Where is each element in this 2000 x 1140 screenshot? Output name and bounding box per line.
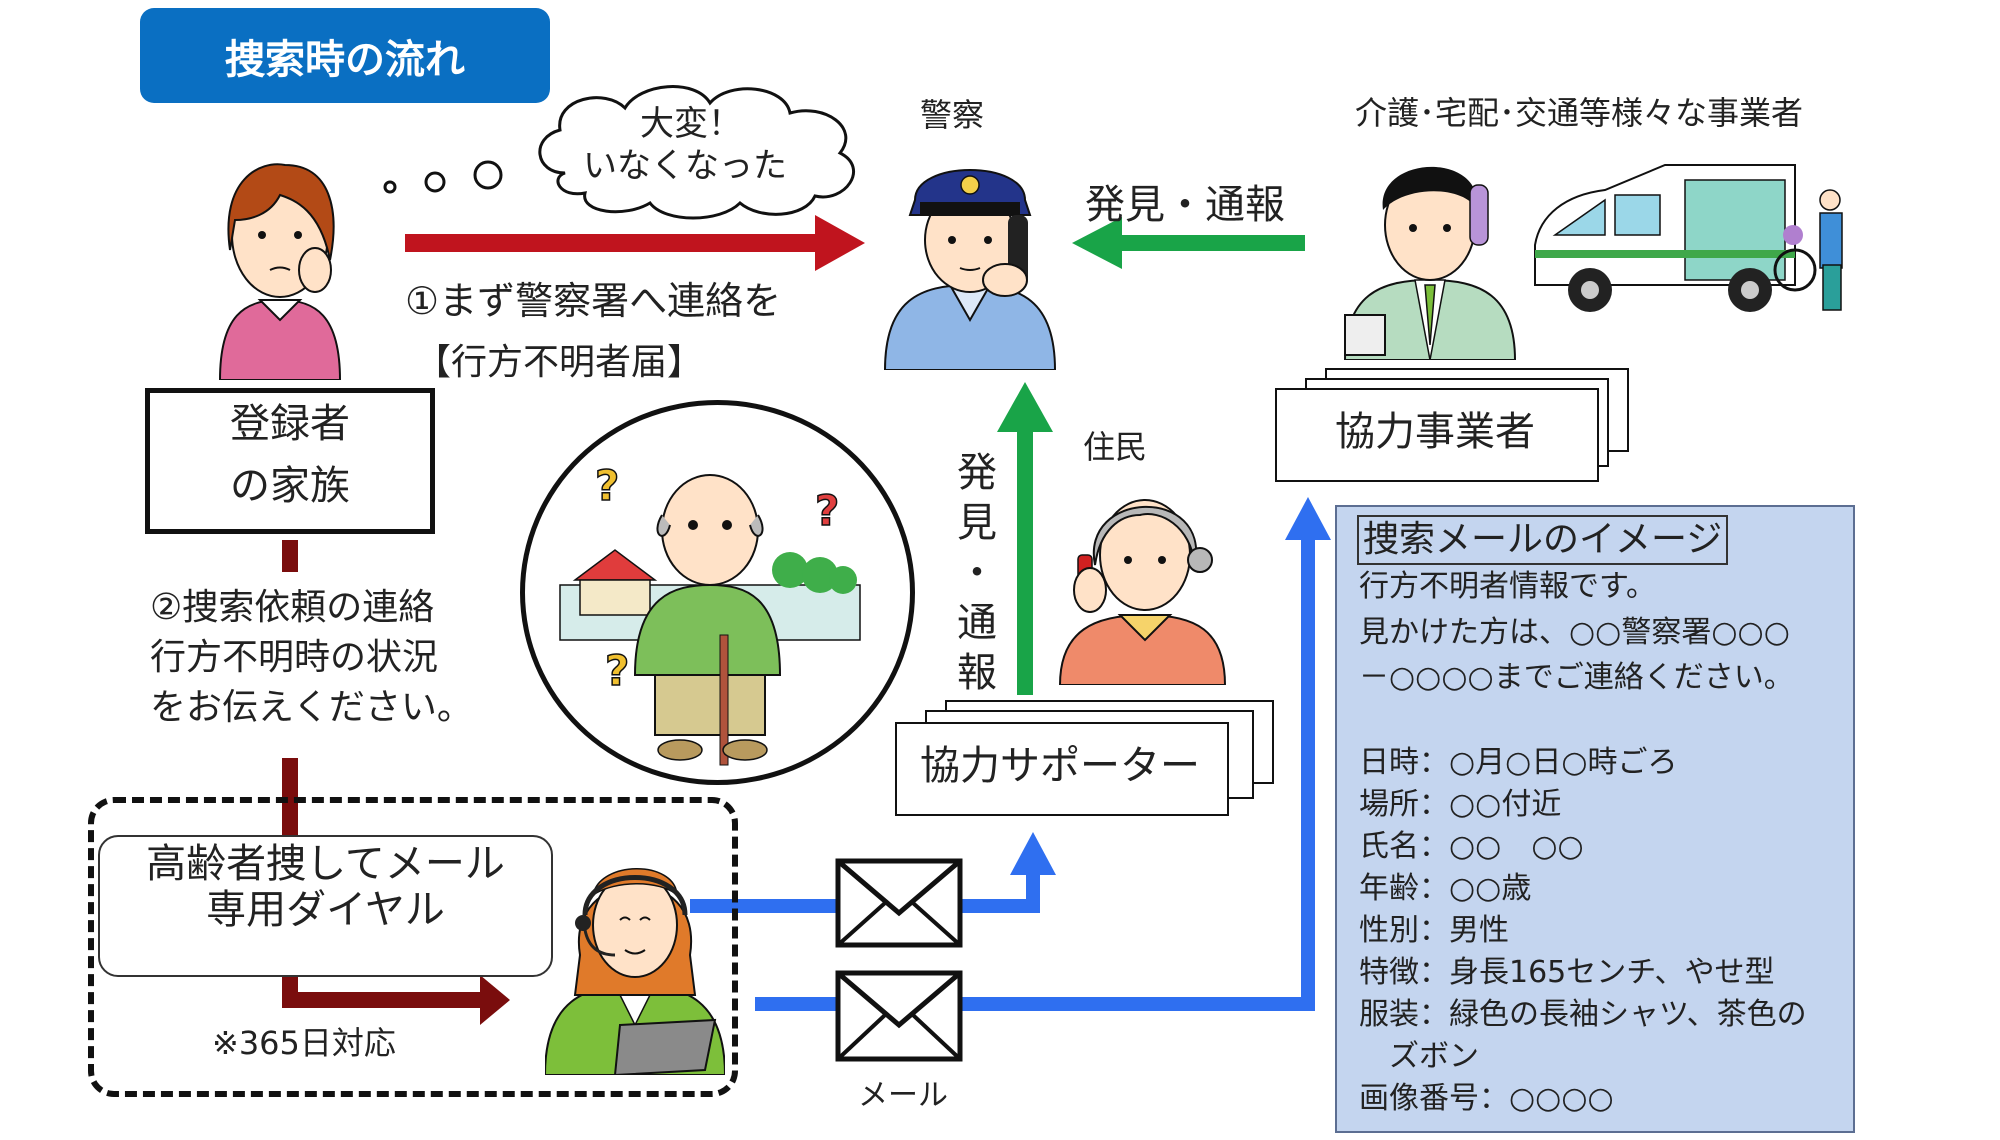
fr-v-2: ・ bbox=[957, 550, 997, 596]
red-arrow bbox=[405, 215, 865, 271]
business-label: 介護･宅配･交通等様々な事業者 bbox=[1355, 94, 1804, 132]
mail-line-6: 氏名：○○ ○○ bbox=[1359, 829, 1584, 864]
found-report-vertical: 発 見 ・ 通 報 bbox=[952, 448, 1002, 698]
dial-line1: 高齢者捜してメール bbox=[146, 841, 505, 887]
step1-sub: 【行方不明者届】 bbox=[415, 342, 704, 383]
envelope-icon bbox=[835, 970, 963, 1062]
family-line1: 登録者 bbox=[230, 401, 350, 447]
thinking-dots bbox=[380, 155, 510, 200]
resident-woman-illustration bbox=[1050, 470, 1230, 685]
mail-panel-heading: 捜索メールのイメージ bbox=[1357, 515, 1729, 565]
note-365: ※365日対応 bbox=[212, 1024, 396, 1062]
svg-text:?: ? bbox=[605, 646, 629, 695]
step2-line1: ②捜索依頼の連絡 bbox=[150, 587, 435, 628]
mail-line-2: －○○○○までご連絡ください。 bbox=[1359, 660, 1794, 695]
mail-line-11: ズボン bbox=[1359, 1039, 1479, 1074]
thought-bubble: 大変！ いなくなった bbox=[525, 78, 875, 223]
care-van-illustration bbox=[1525, 155, 1855, 330]
mail-line-10: 服装：緑色の長袖シャツ、茶色の bbox=[1359, 997, 1807, 1032]
step1-text: ①まず警察署へ連絡を bbox=[405, 279, 782, 323]
cooperating-business-doc: 協力事業者 bbox=[1275, 368, 1675, 483]
mail-line-1: 見かけた方は、○○警察署○○○ bbox=[1359, 615, 1790, 650]
fr-v-0: 発 bbox=[957, 450, 997, 496]
resident-label: 住民 bbox=[1083, 428, 1148, 466]
dial-line2: 専用ダイヤル bbox=[206, 887, 445, 933]
found-report-horizontal: 発見・通報 bbox=[1085, 182, 1285, 228]
search-mail-panel: 捜索メールのイメージ 行方不明者情報です。 見かけた方は、○○警察署○○○ －○… bbox=[1335, 505, 1855, 1133]
svg-text:?: ? bbox=[595, 461, 619, 510]
bubble-line2: いなくなった bbox=[583, 146, 787, 186]
fr-v-1: 見 bbox=[957, 500, 997, 546]
bubble-line1: 大変！ bbox=[640, 104, 742, 144]
step2-line3: をお伝えください。 bbox=[150, 687, 473, 728]
page-title: 捜索時の流れ bbox=[140, 8, 550, 103]
fr-v-4: 報 bbox=[957, 650, 997, 696]
cooperating-supporter-label: 協力サポーター bbox=[920, 743, 1200, 789]
mail-line-8: 性別：男性 bbox=[1359, 913, 1509, 948]
mail-line-5: 場所：○○付近 bbox=[1359, 787, 1562, 822]
dial-service-group bbox=[88, 797, 738, 1097]
mail-line-9: 特徴：身長165センチ、やせ型 bbox=[1359, 955, 1775, 990]
mail-line-12: 画像番号：○○○○ bbox=[1359, 1081, 1614, 1116]
mail-label: メール bbox=[858, 1078, 948, 1113]
green-arrow-horizontal bbox=[1072, 217, 1305, 269]
fr-v-3: 通 bbox=[957, 600, 997, 646]
worried-woman-illustration bbox=[200, 140, 360, 380]
operator-illustration bbox=[545, 825, 725, 1075]
mail-line-7: 年齢：○○歳 bbox=[1359, 871, 1532, 906]
cooperating-supporter-doc: 協力サポーター bbox=[895, 700, 1295, 820]
step2-line2: 行方不明時の状況 bbox=[150, 637, 439, 678]
family-box: 登録者 の家族 bbox=[145, 388, 435, 534]
green-arrow-vertical bbox=[997, 382, 1053, 695]
cooperating-business-label: 協力事業者 bbox=[1335, 409, 1535, 455]
envelope-icon bbox=[835, 858, 963, 948]
family-line2: の家族 bbox=[230, 463, 350, 509]
mail-line-0: 行方不明者情報です。 bbox=[1359, 569, 1656, 604]
business-man-illustration bbox=[1335, 130, 1525, 360]
police-officer-illustration bbox=[870, 140, 1070, 370]
police-label: 警察 bbox=[920, 96, 985, 134]
mail-line-4: 日時：○月○日○時ごろ bbox=[1359, 745, 1678, 780]
dial-box: 高齢者捜してメール 専用ダイヤル bbox=[98, 835, 553, 977]
confused-elderly-man-illustration: ? ? ? bbox=[520, 400, 915, 785]
dark-red-connector bbox=[282, 540, 510, 1025]
svg-text:?: ? bbox=[815, 486, 839, 535]
